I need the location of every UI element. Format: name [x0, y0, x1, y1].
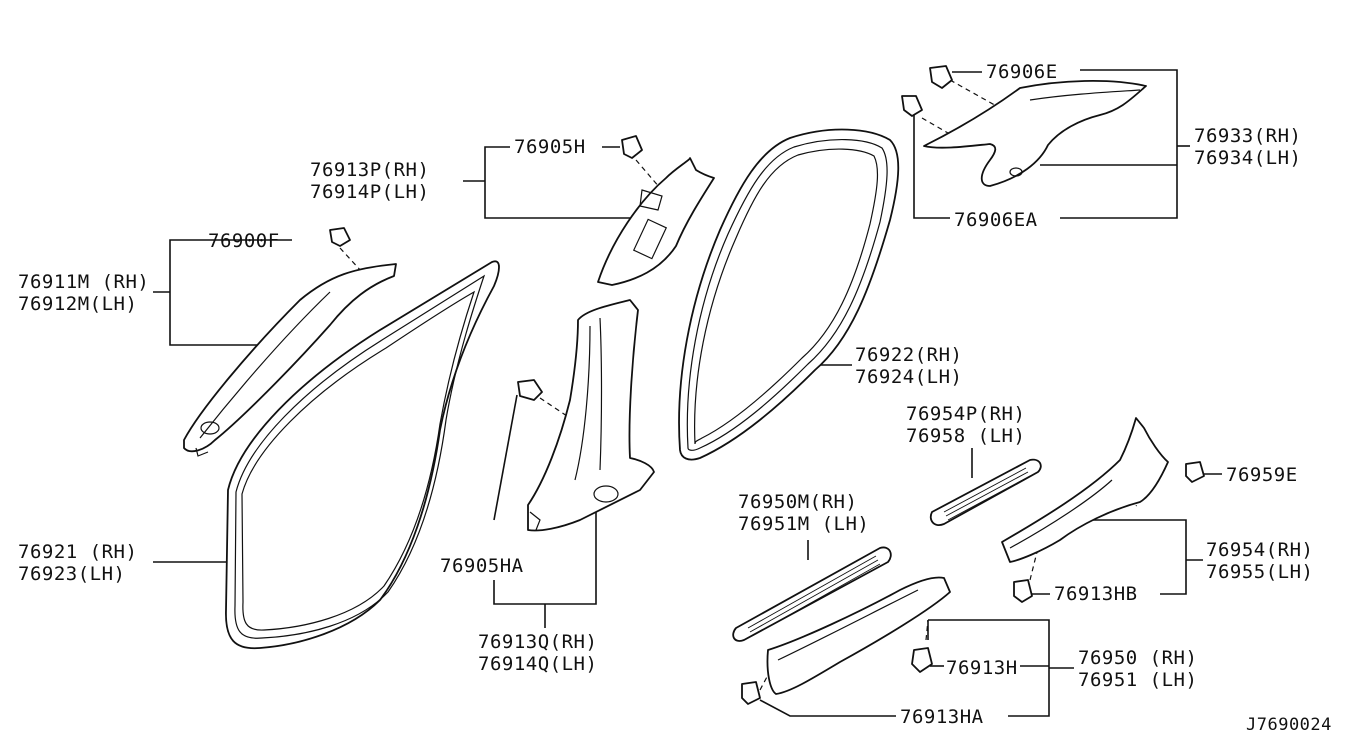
label-76951M: 76951M (LH): [738, 513, 869, 535]
label-76921: 76921 (RH): [18, 541, 137, 563]
clip-76905HA: [517, 379, 543, 401]
leader-lines: [153, 69, 1222, 717]
rear-sill-76954: [1001, 417, 1169, 563]
label-76951: 76951 (LH): [1078, 669, 1197, 691]
label-76959E: 76959E: [1226, 464, 1298, 486]
diagram-id: J7690024: [1246, 715, 1332, 735]
clip-76913H: [911, 647, 933, 673]
label-76923: 76923(LH): [18, 563, 125, 585]
label-76912M: 76912M(LH): [18, 293, 137, 315]
label-76922: 76922(RH): [855, 344, 962, 366]
front-pillar-garnish-76911M: [183, 263, 397, 457]
front-weatherstrip-76921: [225, 260, 500, 650]
label-76934: 76934(LH): [1194, 147, 1301, 169]
center-pillar-upper-76913P: [597, 157, 715, 286]
label-76913P: 76913P(RH): [310, 159, 429, 181]
label-76950M: 76950M(RH): [738, 491, 857, 513]
label-76958: 76958 (LH): [906, 425, 1025, 447]
label-76914P: 76914P(LH): [310, 181, 429, 203]
part-labels: 76900F 76911M (RH) 76912M(LH) 76913P(RH)…: [18, 61, 1332, 735]
label-76913HA: 76913HA: [900, 706, 984, 728]
front-sill-76950: [766, 576, 951, 695]
clip-76906E: [929, 65, 953, 89]
label-76933: 76933(RH): [1194, 125, 1301, 147]
label-76955: 76955(LH): [1206, 561, 1313, 583]
label-76905HA: 76905HA: [440, 555, 524, 577]
label-76950: 76950 (RH): [1078, 647, 1197, 669]
label-76924: 76924(LH): [855, 366, 962, 388]
label-76906E: 76906E: [986, 61, 1058, 83]
label-76906EA: 76906EA: [954, 209, 1038, 231]
kicking-plate-76954P: [929, 458, 1042, 526]
label-76905H: 76905H: [514, 136, 586, 158]
label-76914Q: 76914Q(LH): [478, 653, 597, 675]
clip-76900F: [329, 227, 351, 247]
clip-76913HA: [741, 681, 761, 705]
label-76913HB: 76913HB: [1054, 583, 1138, 605]
label-76913H: 76913H: [946, 657, 1018, 679]
rear-weatherstrip-76922: [678, 128, 900, 461]
kicking-plate-76950M: [732, 546, 892, 642]
clip-76906EA: [901, 95, 923, 117]
clip-76959E: [1185, 461, 1205, 483]
label-76954P: 76954P(RH): [906, 403, 1025, 425]
clip-76913HB: [1013, 579, 1033, 603]
rear-pillar-76933: [923, 80, 1147, 187]
label-76900F: 76900F: [208, 230, 280, 252]
center-pillar-lower-76913Q: [527, 299, 655, 532]
label-76911M: 76911M (RH): [18, 271, 149, 293]
clip-76905H: [621, 135, 643, 159]
label-76913Q: 76913Q(RH): [478, 631, 597, 653]
label-76954: 76954(RH): [1206, 539, 1313, 561]
